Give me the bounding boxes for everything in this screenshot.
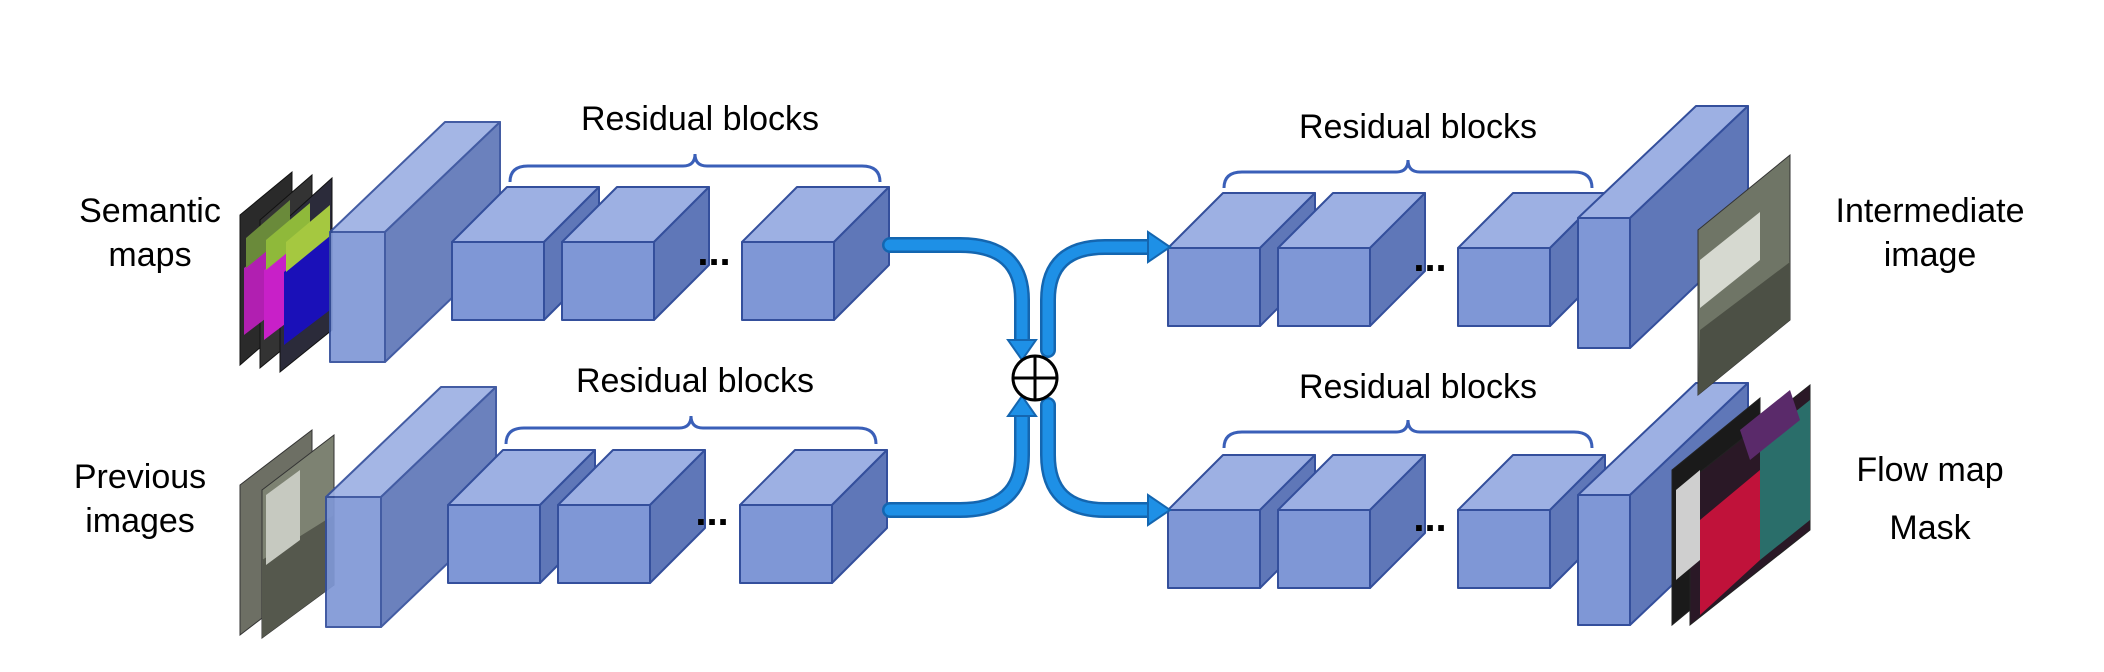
label-mask: Mask (1889, 509, 1971, 547)
semantic-maps-thumbnails (239, 170, 333, 374)
intermediate-image-thumbnail (1697, 153, 1791, 397)
residual-cube-bottom-left-2 (557, 449, 706, 584)
encoder-block-semantic-front (329, 231, 386, 363)
output-block-intermediate-front (1577, 217, 1631, 349)
encoder-block-previous-front (325, 496, 382, 628)
residual-cube-bottom-left-3-front (739, 504, 833, 584)
residual-cube-top-left-3 (741, 186, 890, 321)
residual-label-bottom-right: Residual blocks (1298, 368, 1538, 406)
residual-label-bottom-left: Residual blocks (575, 362, 815, 400)
merge-arrows (882, 230, 1172, 527)
label-previous-images-line1: Previous (73, 458, 207, 496)
residual-cube-bottom-right-2-front (1277, 509, 1371, 589)
ellipsis-bottom-right: ... (1413, 496, 1446, 540)
ellipsis-bottom-left: ... (695, 490, 728, 534)
previous-images-thumbnails (239, 428, 335, 639)
label-intermediate-image-line2: image (1883, 236, 1977, 274)
brace-top-left (508, 153, 882, 183)
output-block-flow-mask-front (1577, 494, 1631, 626)
label-previous-images: Previous images (50, 455, 230, 543)
residual-braces (504, 153, 1594, 449)
residual-cube-top-right-2 (1277, 192, 1426, 327)
residual-cube-top-right-1-front (1167, 247, 1261, 327)
residual-cube-bottom-left-3 (739, 449, 888, 584)
residual-cubes (447, 186, 1606, 589)
residual-label-top-right: Residual blocks (1298, 108, 1538, 146)
residual-cube-bottom-left-2-front (557, 504, 651, 584)
residual-cube-bottom-right-1-front (1167, 509, 1261, 589)
residual-cube-bottom-left-1-front (447, 504, 541, 584)
label-intermediate-image: Intermediate image (1820, 189, 2040, 277)
residual-cube-top-left-1-front (451, 241, 545, 321)
encoder-blocks (325, 121, 501, 628)
residual-label-top-left: Residual blocks (580, 100, 820, 138)
label-flow-map: Flow map (1856, 451, 2004, 489)
residual-cube-top-right-2-front (1277, 247, 1371, 327)
combine-symbol (1011, 354, 1059, 402)
residual-cube-top-left-3-front (741, 241, 835, 321)
residual-cube-top-left-2-front (561, 241, 655, 321)
label-intermediate-image-line1: Intermediate (1835, 192, 2025, 230)
output-block-intermediate (1577, 105, 1749, 349)
encoder-block-semantic (329, 121, 501, 363)
brace-top-right (1222, 159, 1594, 189)
label-semantic-maps: Semantic maps (60, 189, 240, 277)
ellipsis-top-right: ... (1413, 236, 1446, 280)
label-semantic-maps-line1: Semantic (79, 192, 221, 230)
residual-cube-bottom-right-3-front (1457, 509, 1551, 589)
residual-cube-top-right-3-front (1457, 247, 1551, 327)
label-previous-images-line2: images (85, 502, 195, 540)
brace-bottom-left (504, 415, 878, 445)
brace-bottom-right (1222, 419, 1594, 449)
residual-cube-top-left-2 (561, 186, 710, 321)
encoder-block-previous (325, 386, 497, 628)
ellipsis-top-left: ... (697, 230, 730, 274)
residual-cube-bottom-right-2 (1277, 454, 1426, 589)
ellipses: ............ (695, 230, 1446, 540)
flow-map-mask-thumbnails (1671, 383, 1811, 627)
label-semantic-maps-line2: maps (108, 236, 192, 274)
